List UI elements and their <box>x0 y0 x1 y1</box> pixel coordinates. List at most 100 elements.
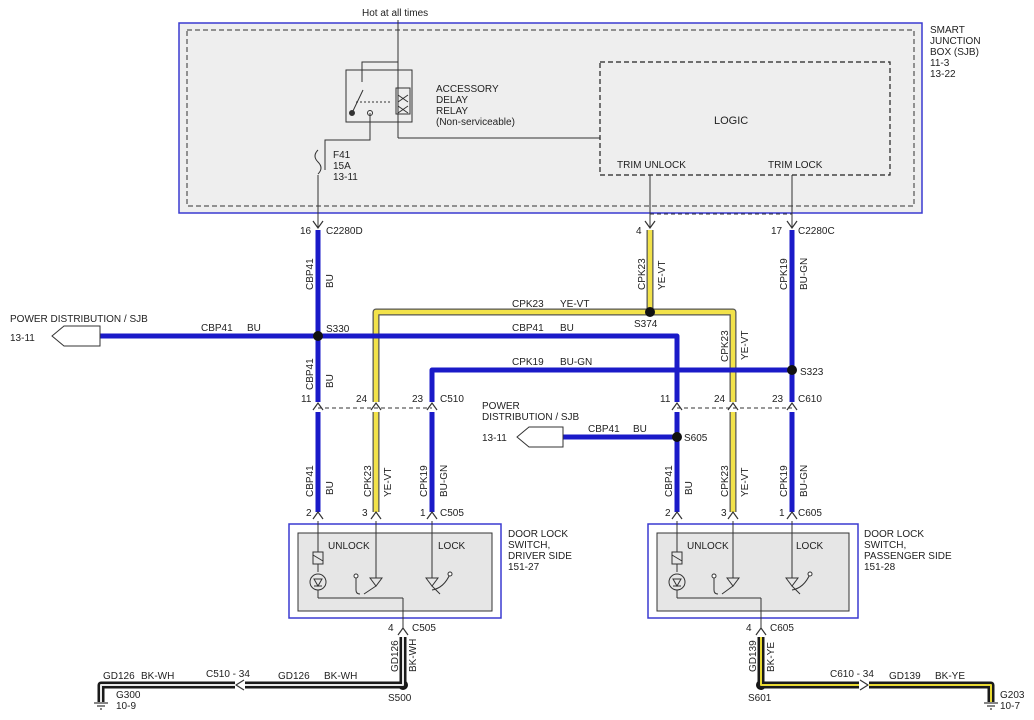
driver-title-2: SWITCH, <box>508 540 550 551</box>
wire-label-cpk23-top: CPK23 <box>512 299 544 310</box>
driver-title-4: 151-27 <box>508 562 540 573</box>
c505-gnd-pin: 4 <box>388 623 394 634</box>
ground-symbol-g300 <box>94 702 108 710</box>
v-label-cpk19-3: CPK19 <box>419 465 430 497</box>
logic-box <box>599 61 891 176</box>
power-right-connector <box>516 426 564 448</box>
wire-label-cbp41-left: CBP41 <box>201 323 233 334</box>
c505-pin-3: 3 <box>362 508 368 519</box>
v-label-bkwh: BK-WH <box>408 639 419 672</box>
passenger-title-4: 151-28 <box>864 562 896 573</box>
gd126-wire <box>97 637 407 702</box>
splice-dots <box>313 307 797 690</box>
v-label-cbp41-3: CBP41 <box>305 465 316 497</box>
c510-c610-connectors <box>312 401 798 411</box>
c2280-pins <box>312 220 798 230</box>
driver-lock-label: LOCK <box>438 541 466 552</box>
h-label-gd126-1: GD126 <box>103 671 135 682</box>
v-label-bu-2: BU <box>325 374 336 388</box>
passenger-lock-label: LOCK <box>796 541 824 552</box>
wire-label-bu-mid: BU <box>560 323 574 334</box>
wire-label-cbp41-mid: CBP41 <box>512 323 544 334</box>
splice-s323: S323 <box>800 367 824 378</box>
g300-label: G300 <box>116 690 141 701</box>
sjb-dashed-box <box>186 29 915 207</box>
v-label-bu-1: BU <box>325 274 336 288</box>
hot-label: Hot at all times <box>362 8 428 19</box>
cpk23-wires <box>372 230 737 512</box>
trim-unlock-label: TRIM UNLOCK <box>617 160 686 171</box>
c605-pin-2: 2 <box>665 508 671 519</box>
v-label-cbp41-4: CBP41 <box>664 465 675 497</box>
v-label-yevt-3: YE-VT <box>383 468 394 497</box>
v-label-bugn-4: BU-GN <box>799 465 810 497</box>
splice-s500: S500 <box>388 693 412 704</box>
vertical-wire-labels: CBP41 BU CBP41 BU CPK23 YE-VT CPK19 BU-G… <box>305 258 810 497</box>
wire-label-yevt-top: YE-VT <box>560 299 589 310</box>
relay-label-2: DELAY <box>436 95 468 106</box>
wire-label-cpk19-mid: CPK19 <box>512 357 544 368</box>
v-label-yevt-4: YE-VT <box>740 468 751 497</box>
fuse-symbol <box>314 149 322 175</box>
power-right-label-1: POWER <box>482 401 520 412</box>
c605-pin-1: 1 <box>779 508 785 519</box>
c505-c605-connectors <box>312 510 798 520</box>
c610-34-label: C610 - 34 <box>830 669 874 680</box>
wire-label-bu-left: BU <box>247 323 261 334</box>
c2280c-pin-4: 4 <box>636 226 642 237</box>
passenger-title-1: DOOR LOCK <box>864 529 924 540</box>
power-left-ref: 13-11 <box>10 333 35 344</box>
c510-pin-23: 23 <box>412 394 424 405</box>
driver-switch <box>288 521 502 628</box>
c510-pin-11: 11 <box>301 394 312 405</box>
passenger-unlock-label: UNLOCK <box>687 541 729 552</box>
splice-s601: S601 <box>748 693 772 704</box>
driver-unlock-label: UNLOCK <box>328 541 370 552</box>
h-label-bkye: BK-YE <box>935 671 965 682</box>
v-label-bu-3: BU <box>325 481 336 495</box>
passenger-switch <box>647 521 859 628</box>
v-label-cpk23-4: CPK23 <box>720 465 731 497</box>
c505-top-label: C505 <box>440 508 464 519</box>
v-label-gd139: GD139 <box>748 640 759 672</box>
splice-s374: S374 <box>634 319 658 330</box>
sjb-name-5: 13-22 <box>930 69 956 80</box>
g300-ref: 10-9 <box>116 701 136 712</box>
c605-pin-3: 3 <box>721 508 727 519</box>
sjb-name-2: JUNCTION <box>930 36 981 47</box>
fuse-label-2: 15A <box>333 161 351 172</box>
g203-label: G203 <box>1000 690 1025 701</box>
c510-34-label: C510 - 34 <box>206 669 250 680</box>
power-right-ref: 13-11 <box>482 433 507 444</box>
v-label-cpk19-1: CPK19 <box>779 258 790 290</box>
wire-label-cbp41-right: CBP41 <box>588 424 620 435</box>
c505-pin-1: 1 <box>420 508 426 519</box>
c2280c-label: C2280C <box>798 226 835 237</box>
sjb-name-3: BOX (SJB) <box>930 47 979 58</box>
v-label-bu-4: BU <box>684 481 695 495</box>
sjb-name-4: 11-3 <box>930 58 950 69</box>
c510-pin-24: 24 <box>356 394 368 405</box>
c505-gnd-label: C505 <box>412 623 436 634</box>
h-label-bkwh-1: BK-WH <box>141 671 174 682</box>
c605-top-label: C605 <box>798 508 822 519</box>
relay-label-4: (Non-serviceable) <box>436 117 515 128</box>
v-label-cpk23-2: CPK23 <box>720 330 731 362</box>
v-label-bugn-3: BU-GN <box>439 465 450 497</box>
fuse-label-1: F41 <box>333 150 351 161</box>
c610-pin-24: 24 <box>714 394 726 405</box>
driver-title-3: DRIVER SIDE <box>508 551 572 562</box>
h-label-gd126-2: GD126 <box>278 671 310 682</box>
c510-label: C510 <box>440 394 464 405</box>
g203-ref: 10-7 <box>1000 701 1020 712</box>
c2280d-pin: 16 <box>300 226 312 237</box>
h-label-gd139: GD139 <box>889 671 921 682</box>
relay-symbol <box>324 61 413 170</box>
driver-title-1: DOOR LOCK <box>508 529 568 540</box>
v-label-bkye: BK-YE <box>766 642 777 672</box>
v-label-cbp41-1: CBP41 <box>305 258 316 290</box>
sjb-name-1: SMART <box>930 25 965 36</box>
sjb-outer-box <box>178 22 923 214</box>
splice-s330: S330 <box>326 324 350 335</box>
